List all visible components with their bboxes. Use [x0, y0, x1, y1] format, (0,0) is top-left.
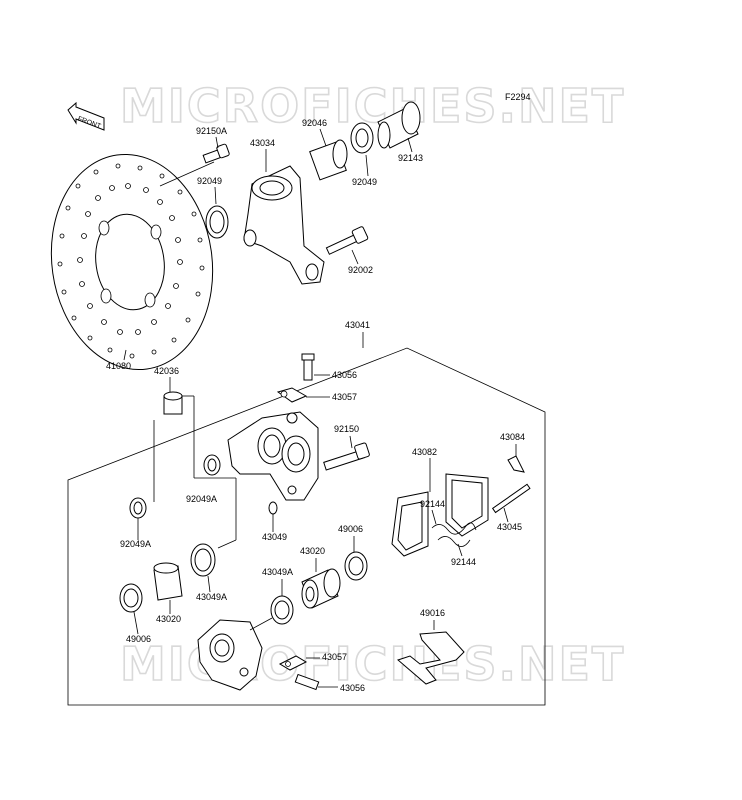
label-43020-left: 43020	[156, 614, 181, 624]
label-92046: 92046	[302, 118, 327, 128]
label-43034: 43034	[250, 138, 275, 148]
spring-92144	[431, 522, 477, 535]
label-92150: 92150	[334, 424, 359, 434]
label-49006-right: 49006	[338, 524, 363, 534]
label-92144-a: 92144	[420, 499, 445, 509]
pad-spring-49016	[397, 631, 465, 685]
bolt-92150A	[202, 143, 230, 164]
seal-43049	[268, 501, 278, 515]
label-43057-bottom: 43057	[322, 652, 347, 662]
front-arrow-icon: FRONT	[67, 101, 105, 131]
label-92049-top: 92049	[197, 176, 222, 186]
caliper-lower-half	[197, 619, 263, 691]
label-43045: 43045	[497, 522, 522, 532]
cap-43057-bottom	[278, 655, 308, 671]
caliper-assembly-outline	[67, 347, 546, 706]
label-43084: 43084	[500, 432, 525, 442]
label-92150A: 92150A	[196, 126, 227, 136]
diagram-code: F2294	[505, 92, 531, 102]
label-43041: 43041	[345, 320, 370, 330]
pin-43045	[491, 483, 531, 514]
label-43082: 43082	[412, 447, 437, 457]
spring-92144-b	[437, 536, 471, 547]
label-92002: 92002	[348, 265, 373, 275]
label-92049A-mid: 92049A	[186, 494, 217, 504]
brake-pads-43082	[391, 473, 489, 557]
watermark-top: MICROFICHES.NET	[120, 79, 625, 133]
sleeve-42036	[163, 391, 183, 415]
label-43049A-right: 43049A	[262, 567, 293, 577]
label-92049A-low: 92049A	[120, 539, 151, 549]
label-49006-left: 49006	[126, 634, 151, 644]
collar-92046	[309, 139, 348, 181]
bleeder-43056-bottom	[294, 673, 320, 691]
caliper-bracket-43034	[243, 165, 325, 285]
label-92144-b: 92144	[451, 557, 476, 567]
label-92143: 92143	[398, 153, 423, 163]
label-43057-top: 43057	[332, 392, 357, 402]
brake-disc	[50, 153, 214, 371]
watermark-bottom: MICROFICHES.NET	[120, 637, 625, 691]
cap-43057-top	[276, 387, 308, 403]
caliper-body	[227, 411, 319, 501]
label-92049-mid: 92049	[352, 177, 377, 187]
label-43056-bottom: 43056	[340, 683, 365, 693]
bleeder-43056-top	[301, 353, 315, 381]
bolt-92002	[325, 226, 369, 255]
piston-43020-right	[301, 568, 341, 609]
clip-43084	[507, 455, 525, 473]
label-49016: 49016	[420, 608, 445, 618]
piston-43020-left	[153, 562, 183, 601]
bolt-92150	[323, 442, 370, 471]
label-43049A-left: 43049A	[196, 592, 227, 602]
label-43056-top: 43056	[332, 370, 357, 380]
label-43049: 43049	[262, 532, 287, 542]
label-43020-right: 43020	[300, 546, 325, 556]
label-42036: 42036	[154, 366, 179, 376]
label-41080: 41080	[106, 361, 131, 371]
